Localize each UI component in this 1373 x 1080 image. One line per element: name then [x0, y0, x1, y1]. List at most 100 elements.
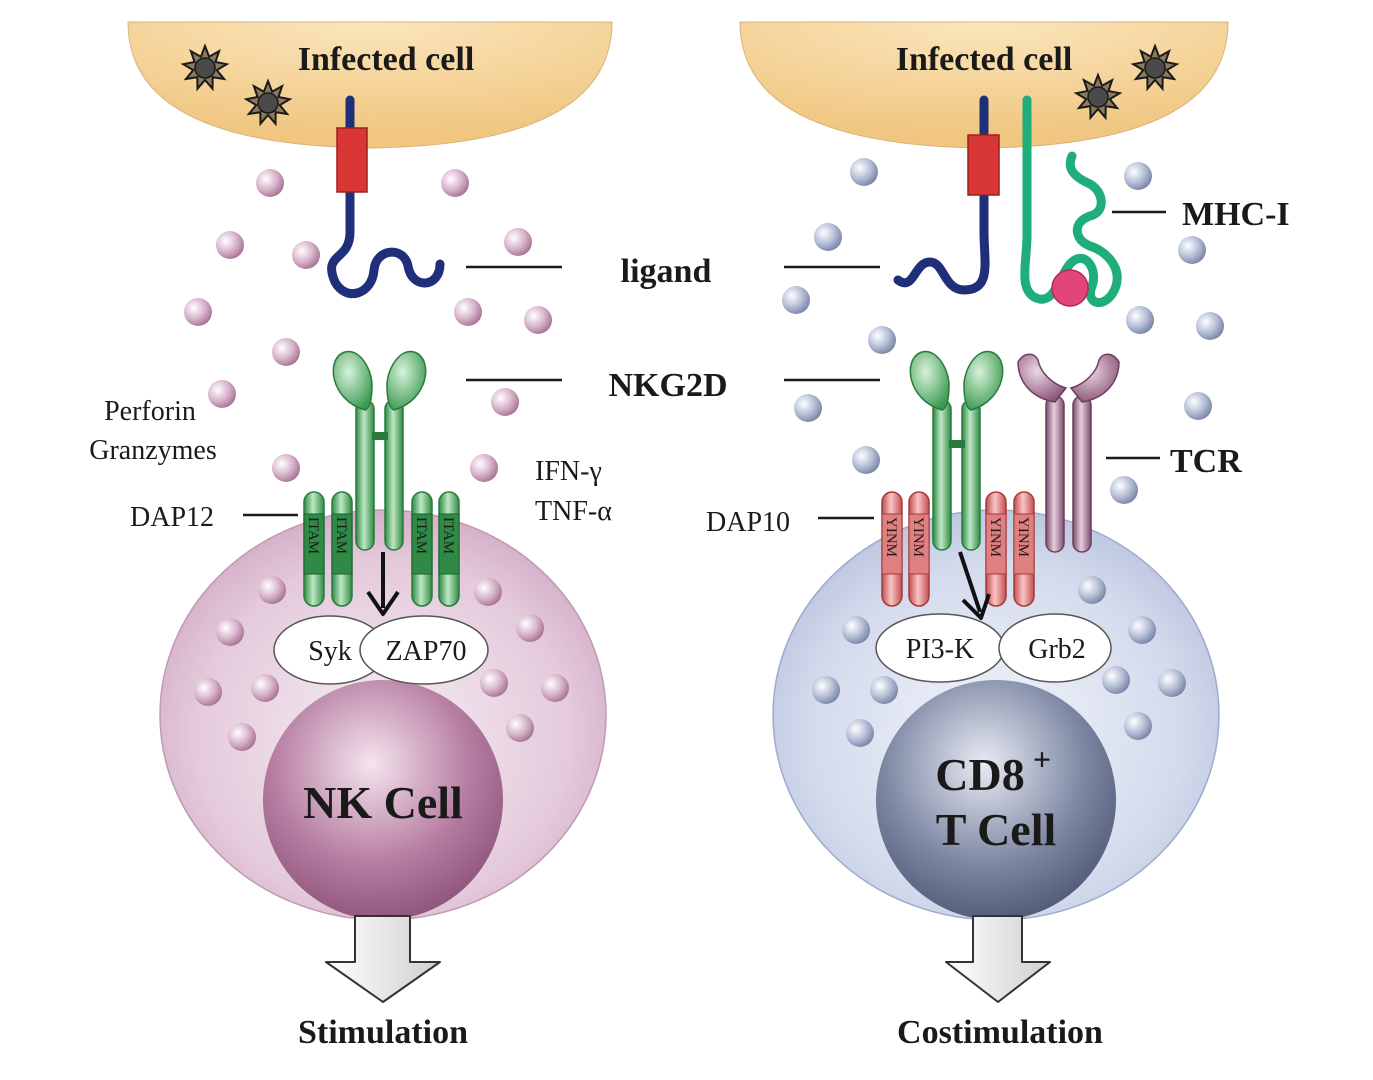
granule: [1158, 669, 1186, 697]
itam-label: ITAM: [440, 517, 456, 554]
granule: [1124, 712, 1152, 740]
block-arrow-down-icon: [945, 915, 1051, 1003]
ligand-label: ligand: [621, 253, 712, 290]
granule: [480, 669, 508, 697]
costimulation-label: Costimulation: [897, 1014, 1103, 1051]
grb2-adaptor: [998, 613, 1112, 683]
granule: [216, 618, 244, 646]
granule: [868, 326, 896, 354]
virus-star-icon: [180, 43, 230, 92]
tnf-alpha-label: TNF-α: [535, 496, 612, 527]
nk-cell-nucleus: [263, 680, 503, 920]
yinm-bar: YINM: [908, 491, 930, 607]
perforin-label: Perforin: [104, 396, 196, 427]
nk-cell-label: NK Cell: [303, 777, 463, 828]
granule: [852, 446, 880, 474]
nkg2d-receptor-left: [332, 350, 427, 551]
granule: [272, 454, 300, 482]
granule: [1078, 576, 1106, 604]
syk-label: Syk: [308, 636, 352, 667]
granule: [194, 678, 222, 706]
nk-cytoplasmic-granules: [194, 576, 569, 751]
granule: [441, 169, 469, 197]
itam-label: ITAM: [333, 517, 349, 554]
granule: [184, 298, 212, 326]
granule: [504, 228, 532, 256]
granule: [292, 241, 320, 269]
nkg2d-receptor-right: [909, 350, 1004, 551]
t-cell-nucleus: [876, 680, 1116, 920]
dap10-adaptors: YINM YINM YINM YINM: [881, 491, 1035, 607]
granule: [470, 454, 498, 482]
t-cell-label: T Cell: [936, 804, 1057, 855]
ligand-left: [327, 95, 445, 298]
perforin-granules: [184, 169, 552, 482]
granule: [794, 394, 822, 422]
granule: [782, 286, 810, 314]
dap12-label: DAP12: [130, 502, 214, 533]
ligand-right: [893, 95, 1000, 295]
granule: [1102, 666, 1130, 694]
virus-star-icon: [243, 78, 293, 127]
arrow-down-icon: [366, 552, 400, 616]
virus-star-icon: [1073, 72, 1123, 121]
yinm-bar: YINM: [985, 491, 1007, 607]
granule: [870, 676, 898, 704]
granule: [1110, 476, 1138, 504]
mhc-i-molecule: [1020, 95, 1122, 307]
itam-bar: ITAM: [331, 491, 353, 607]
granule: [474, 578, 502, 606]
itam-label: ITAM: [413, 517, 429, 554]
zap70-kinase: [359, 615, 489, 685]
granule: [1196, 312, 1224, 340]
grb2-label: Grb2: [1028, 634, 1086, 665]
dap10-label: DAP10: [706, 507, 790, 538]
infected-cell-label-left: Infected cell: [298, 41, 475, 78]
yinm-label: YINM: [883, 517, 899, 557]
granule: [846, 719, 874, 747]
granule: [524, 306, 552, 334]
block-arrow-down-icon: [325, 915, 441, 1003]
granule: [1124, 162, 1152, 190]
right-panel: Infected cell MHC-I CD8 + T Cell: [706, 21, 1290, 1051]
yinm-label: YINM: [987, 517, 1003, 557]
yinm-label: YINM: [1015, 517, 1031, 557]
virus-star-icon: [1130, 43, 1180, 92]
ifn-gamma-label: IFN-γ: [535, 456, 602, 487]
pi3k-label: PI3-K: [906, 634, 974, 665]
infected-cell-label-right: Infected cell: [896, 41, 1073, 78]
yinm-label: YINM: [910, 517, 926, 557]
itam-bar: ITAM: [438, 491, 460, 607]
granule: [506, 714, 534, 742]
granule: [258, 576, 286, 604]
cd8-label: CD8: [935, 749, 1024, 800]
itam-bar: ITAM: [411, 491, 433, 607]
tcr-receptor: [1017, 353, 1120, 553]
granule: [812, 676, 840, 704]
itam-bar: ITAM: [303, 491, 325, 607]
mhc-label: MHC-I: [1182, 196, 1290, 233]
granule: [842, 616, 870, 644]
granule: [256, 169, 284, 197]
granule: [850, 158, 878, 186]
granule: [1126, 306, 1154, 334]
granule: [272, 338, 300, 366]
zap70-label: ZAP70: [386, 636, 467, 667]
granule: [1178, 236, 1206, 264]
t-cytoplasmic-granules: [812, 576, 1186, 747]
nkg2d-label: NKG2D: [609, 367, 728, 404]
yinm-bar: YINM: [1013, 491, 1035, 607]
granule: [814, 223, 842, 251]
arrow-down-icon: [958, 551, 991, 620]
granule: [491, 388, 519, 416]
granule: [1128, 616, 1156, 644]
granule: [208, 380, 236, 408]
granule: [228, 723, 256, 751]
dap12-adaptors: ITAM ITAM ITAM ITAM: [303, 491, 460, 607]
granule: [454, 298, 482, 326]
extracellular-granules-right: [782, 158, 1224, 504]
stimulation-label: Stimulation: [298, 1014, 468, 1051]
granule: [1184, 392, 1212, 420]
granule: [541, 674, 569, 702]
